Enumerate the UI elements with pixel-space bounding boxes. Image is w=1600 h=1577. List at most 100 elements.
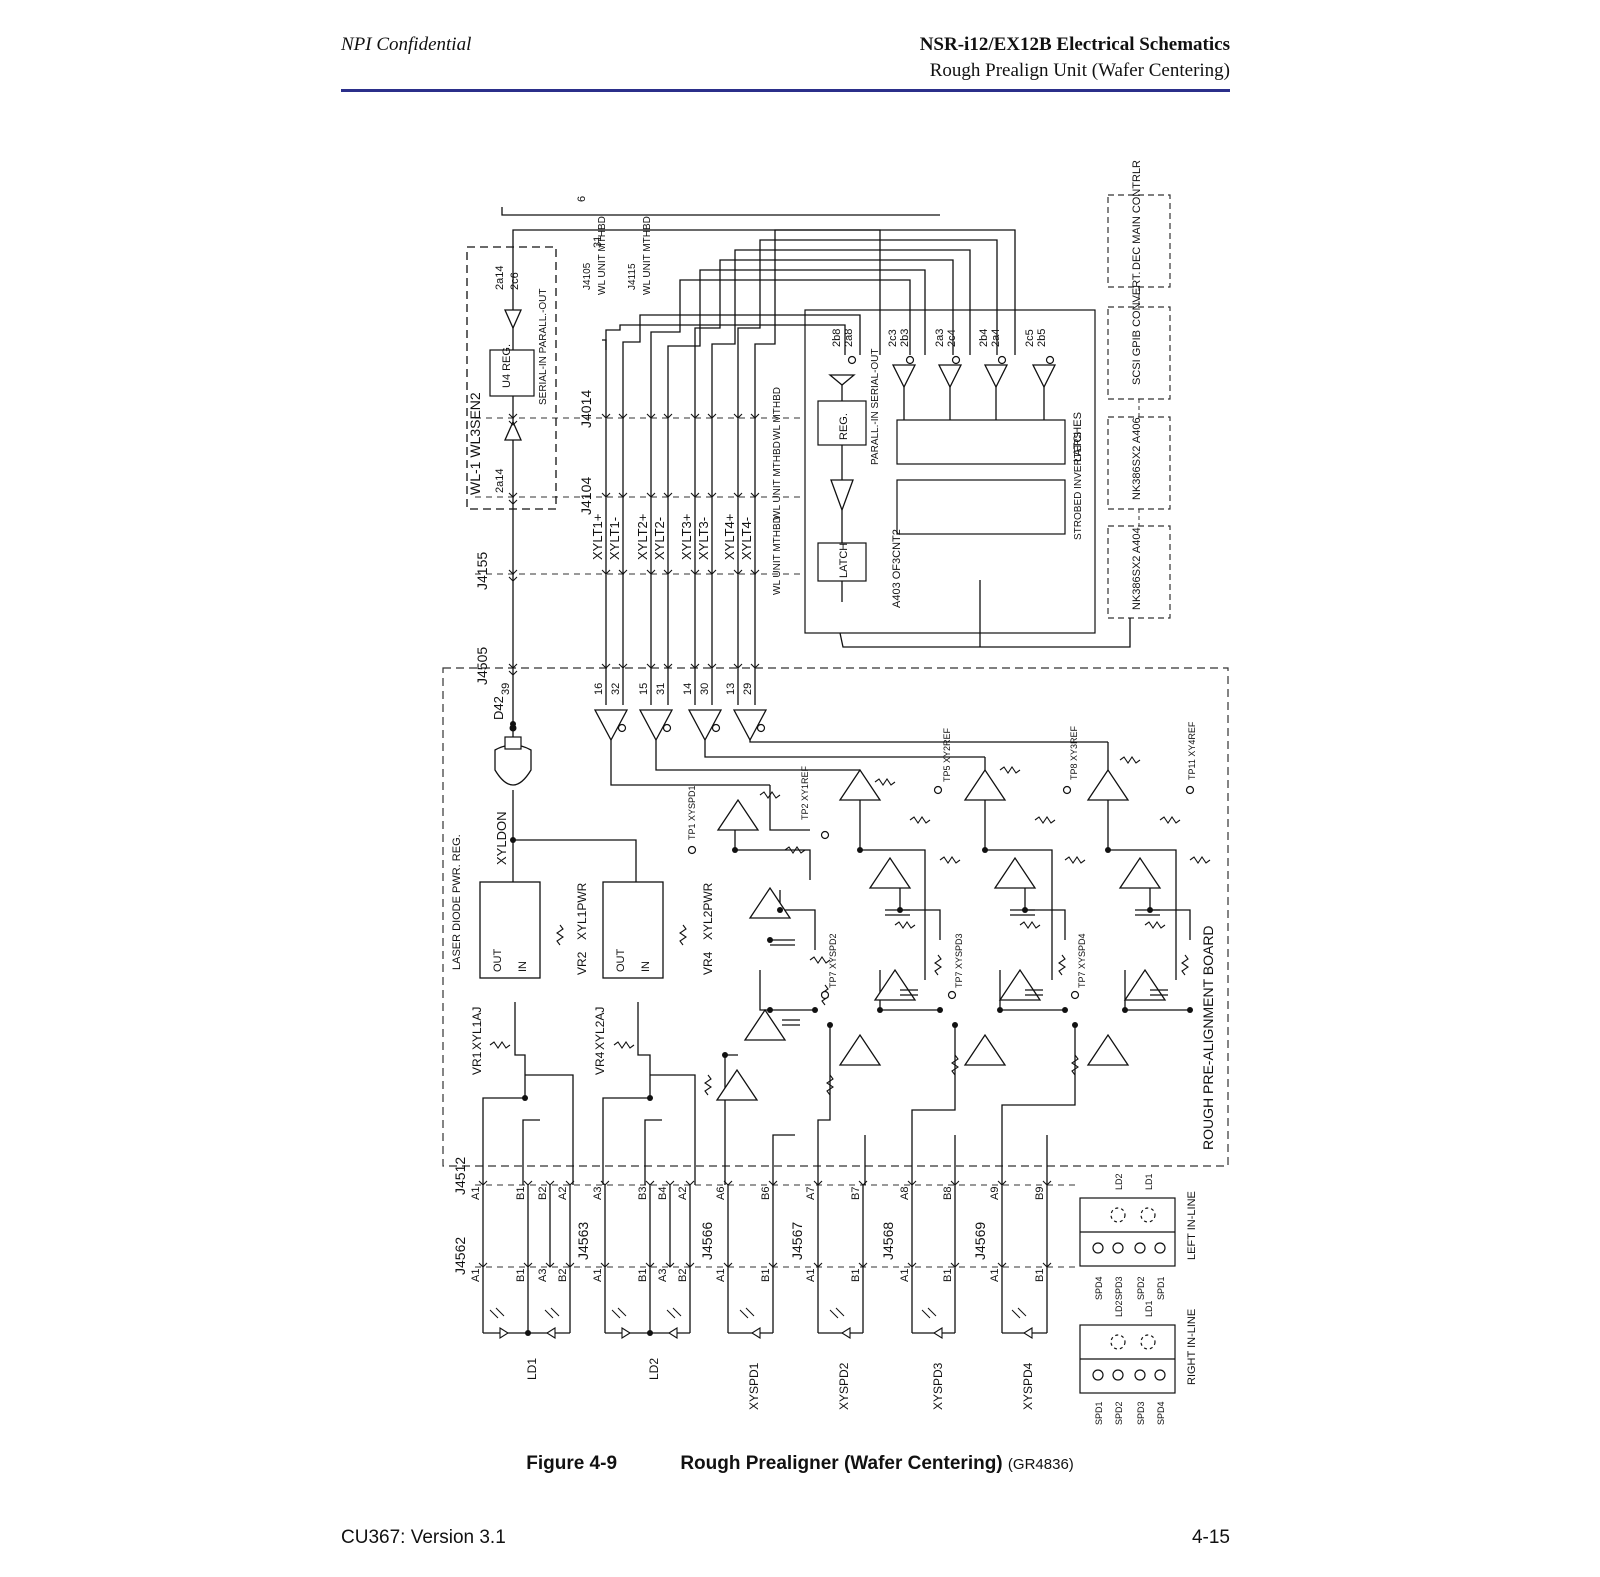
parall-label: PARALL.-IN SERIAL-OUT <box>870 348 881 465</box>
latch-pin: 2c4 <box>946 329 958 347</box>
j4512-pin: B8 <box>942 1187 954 1200</box>
driver-pin: 32 <box>610 683 622 695</box>
right-inline-bottom: SPD2 <box>1114 1401 1124 1425</box>
misc-pin: 31 <box>592 236 604 248</box>
vr2-label: VR2 <box>575 951 589 975</box>
latches-label: LATCHES <box>1072 412 1084 462</box>
label-j4563: J4563 <box>575 1222 591 1260</box>
op-amps <box>715 768 1167 1101</box>
label-j4569: J4569 <box>972 1222 988 1260</box>
xyl2pwr-label: XYL2PWR <box>701 882 715 940</box>
wl-sen-pin-a: 2a14 <box>494 469 506 493</box>
label-j4562: J4562 <box>452 1237 468 1275</box>
reg-in-label: IN <box>640 961 652 972</box>
j456x-pin: A1 <box>470 1269 482 1282</box>
schematic-diagram: J4155 J4104 J4014 J4505 J4512 J4562 J456… <box>442 160 1229 1425</box>
j456x-pin: B1 <box>850 1269 862 1282</box>
j456x-pin: A1 <box>715 1269 727 1282</box>
sensor-label: XYSPD3 <box>931 1362 945 1410</box>
board-name: ROUGH PRE-ALIGNMENT BOARD <box>1200 925 1216 1150</box>
j4512-pin: A8 <box>899 1187 911 1200</box>
label-j4568: J4568 <box>880 1222 896 1260</box>
j456x-pin: A1 <box>989 1269 1001 1282</box>
signal-label: XYLT4- <box>739 517 754 560</box>
connector-lines <box>475 417 1075 1268</box>
left-inline-top: LD1 <box>1144 1173 1154 1190</box>
j4512-pin: B3 <box>637 1187 649 1200</box>
figure-caption: Figure 4-9 Rough Prealigner (Wafer Cente… <box>0 1453 1600 1475</box>
test-points <box>617 355 1195 1000</box>
left-inline-bottom: SPD4 <box>1094 1276 1104 1300</box>
label-j4505: J4505 <box>474 647 490 685</box>
label-j4566: J4566 <box>699 1222 715 1260</box>
j4512-pin: A6 <box>715 1187 727 1200</box>
j456x-pin: B1 <box>637 1269 649 1282</box>
latch-pin: 2c3 <box>887 329 899 347</box>
figure-code: (GR4836) <box>1007 1456 1074 1473</box>
or-gate <box>494 744 532 786</box>
j456x-pin: B1 <box>760 1269 772 1282</box>
misc-pin: 39 <box>500 683 512 695</box>
signal-label: XYLT3- <box>696 517 711 560</box>
signal-label: XYLT1+ <box>590 514 605 560</box>
signal-label: XYLT3+ <box>679 514 694 560</box>
wl-sen-box <box>466 246 557 510</box>
photodiodes <box>499 1327 1033 1339</box>
wl-sen-pin-b: 2a14 <box>494 266 506 290</box>
driver-pin: 30 <box>699 683 711 695</box>
right-inline-bottom: SPD4 <box>1156 1401 1166 1425</box>
sensor-label: XYSPD1 <box>747 1362 761 1410</box>
signal-label: XYLT2+ <box>635 514 650 560</box>
mthbd-label: WL UNIT MTHBD <box>642 216 653 295</box>
figure-number: Figure 4-9 <box>526 1453 618 1474</box>
diode-label: D42 <box>491 696 506 720</box>
label-j4512: J4512 <box>452 1157 468 1195</box>
j4512-pin: B9 <box>1034 1187 1046 1200</box>
j456x-pin: B1 <box>515 1269 527 1282</box>
wl-sen-pin-c: 2c6 <box>509 272 521 290</box>
latch-pin: 2a3 <box>934 329 946 347</box>
mthbd-label: WL MTHBD <box>772 387 783 440</box>
vr4-label: VR4 <box>593 1051 607 1075</box>
j4512-pin: A2 <box>557 1187 569 1200</box>
signal-label: XYLT4+ <box>722 514 737 560</box>
laser-reg-box-2 <box>602 881 664 979</box>
latch-box-name: A403 OF3CNT2 <box>891 529 903 608</box>
right-box-label: DEC MAIN CONTRLR <box>1131 160 1143 270</box>
left-inline-label: LEFT IN-LINE <box>1186 1191 1198 1260</box>
sensor-label: XYSPD4 <box>1021 1362 1035 1410</box>
reg-out-label: OUT <box>492 949 504 973</box>
j4512-pin: B1 <box>515 1187 527 1200</box>
left-inline-bottom: SPD3 <box>1114 1276 1124 1300</box>
driver-pin: 31 <box>655 683 667 695</box>
j4512-pin: A1 <box>470 1187 482 1200</box>
latch-box <box>804 309 1096 634</box>
latch-pin: 2b5 <box>1036 329 1048 347</box>
xyl1aj-label: XYL1AJ <box>470 1007 484 1050</box>
label-j4104: J4104 <box>578 477 594 515</box>
capacitors <box>770 909 1168 1026</box>
wl-sen-serial: SERIAL-IN PARALL.-OUT <box>538 288 549 405</box>
label-j4115: J4115 <box>627 263 638 290</box>
driver-pin: 15 <box>638 683 650 695</box>
mthbd-label: WL UNIT MTHBD <box>597 216 608 295</box>
j456x-pin: A3 <box>657 1269 669 1282</box>
reg-label: REG. <box>838 413 850 440</box>
wl-sen-title: WL-1 WL3SEN2 <box>467 392 483 495</box>
j4512-pin: B4 <box>657 1187 669 1200</box>
wl-sen-reg: U4 REG. <box>501 344 513 388</box>
latch-pin: 2a4 <box>990 329 1002 347</box>
test-point-label: TP1 XYSPD1 <box>687 785 697 840</box>
connector-chevrons <box>478 413 1052 1268</box>
j4512-pin: A2 <box>677 1187 689 1200</box>
board-border <box>442 667 1229 1167</box>
right-inline-top: LD2 <box>1114 1300 1124 1317</box>
j456x-pin: A1 <box>899 1269 911 1282</box>
label-j4014: J4014 <box>578 390 594 428</box>
sensor-label: LD2 <box>647 1358 661 1380</box>
driver-pin: 16 <box>593 683 605 695</box>
latch-pin: 2a8 <box>843 329 855 347</box>
right-inline-top: LD1 <box>1144 1300 1154 1317</box>
test-point-label: TP5 XY2REF <box>942 727 952 782</box>
test-point-label: TP11 XY4REF <box>1187 721 1197 780</box>
